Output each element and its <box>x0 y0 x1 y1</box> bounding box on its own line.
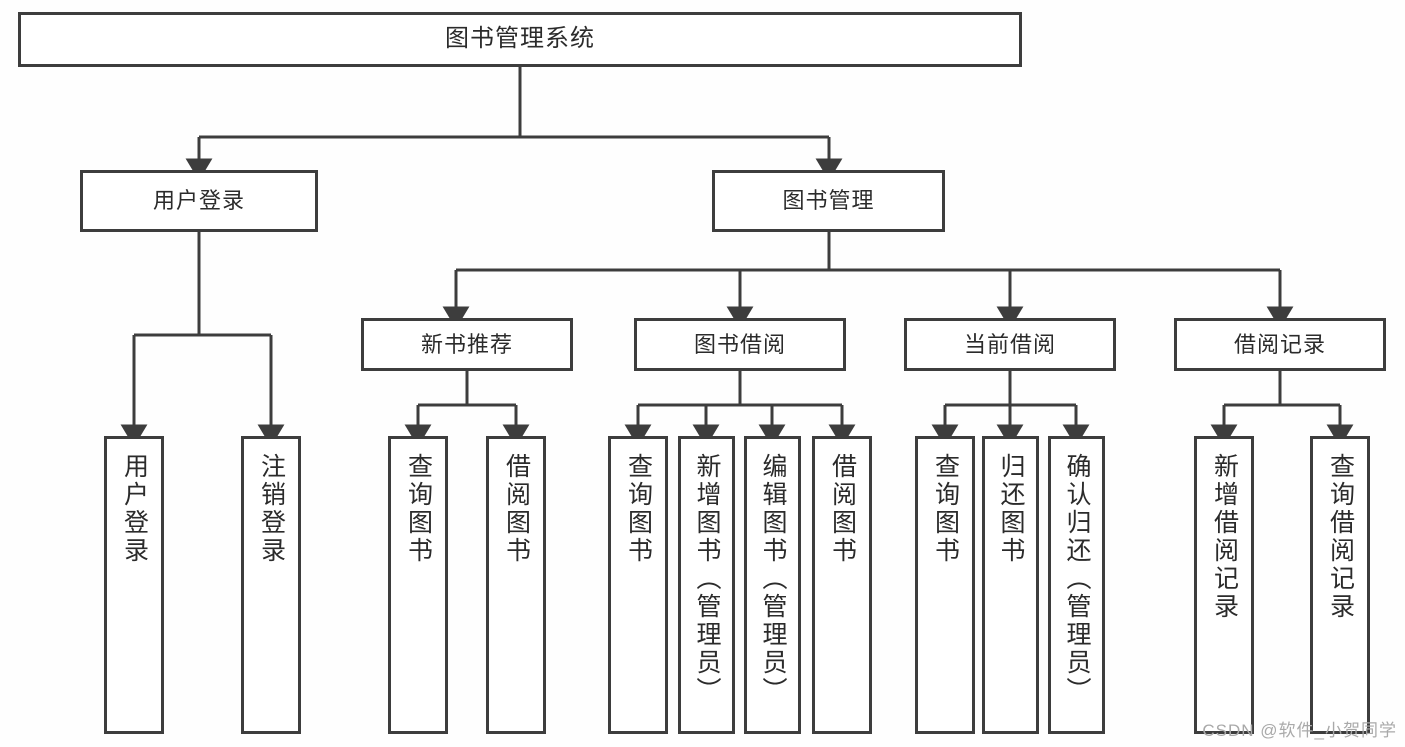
node-label: 用户登录 <box>120 453 149 565</box>
leaf-query-book-current[interactable]: 查询图书 <box>915 436 975 734</box>
node-label: 图书管理系统 <box>445 25 595 53</box>
node-label: 查询图书 <box>931 453 960 565</box>
leaf-borrow-book-borrow[interactable]: 借阅图书 <box>812 436 872 734</box>
leaf-query-book-borrow[interactable]: 查询图书 <box>608 436 668 734</box>
node-label: 借阅图书 <box>502 453 531 565</box>
node-label: 图书借阅 <box>693 331 786 357</box>
node-label: 查询图书 <box>404 453 433 565</box>
leaf-query-book-recommend[interactable]: 查询图书 <box>388 436 448 734</box>
csdn-watermark: CSDN @软件_小贺同学 <box>1202 721 1397 740</box>
leaf-confirm-return-admin[interactable]: 确认归还（管理员） <box>1048 436 1105 734</box>
leaf-logout-login[interactable]: 注销登录 <box>241 436 301 734</box>
node-book-borrow[interactable]: 图书借阅 <box>634 318 846 371</box>
node-root-book-management-system[interactable]: 图书管理系统 <box>18 12 1022 67</box>
node-label: 确认归还（管理员） <box>1063 453 1091 705</box>
node-label: 新书推荐 <box>420 331 513 357</box>
node-label: 借阅记录 <box>1233 331 1326 357</box>
node-label: 注销登录 <box>257 453 286 565</box>
leaf-add-book-admin[interactable]: 新增图书（管理员） <box>678 436 735 734</box>
node-book-management[interactable]: 图书管理 <box>712 170 945 232</box>
node-label: 用户登录 <box>152 188 245 214</box>
leaf-user-login[interactable]: 用户登录 <box>104 436 164 734</box>
node-label: 查询图书 <box>624 453 653 565</box>
node-user-login[interactable]: 用户登录 <box>80 170 318 232</box>
node-label: 新增借阅记录 <box>1210 453 1239 621</box>
leaf-edit-book-admin[interactable]: 编辑图书（管理员） <box>744 436 801 734</box>
node-label: 编辑图书（管理员） <box>759 453 787 705</box>
leaf-borrow-book-recommend[interactable]: 借阅图书 <box>486 436 546 734</box>
node-current-borrow[interactable]: 当前借阅 <box>904 318 1116 371</box>
node-borrow-record[interactable]: 借阅记录 <box>1174 318 1386 371</box>
leaf-query-borrow-record[interactable]: 查询借阅记录 <box>1310 436 1370 734</box>
node-label: 查询借阅记录 <box>1326 453 1355 621</box>
node-label: 图书管理 <box>782 188 875 214</box>
node-label: 归还图书 <box>997 453 1025 565</box>
node-new-book-recommend[interactable]: 新书推荐 <box>361 318 573 371</box>
node-label: 借阅图书 <box>828 453 857 565</box>
node-label: 当前借阅 <box>963 331 1056 357</box>
leaf-return-book[interactable]: 归还图书 <box>982 436 1039 734</box>
leaf-add-borrow-record[interactable]: 新增借阅记录 <box>1194 436 1254 734</box>
node-label: 新增图书（管理员） <box>693 453 721 705</box>
